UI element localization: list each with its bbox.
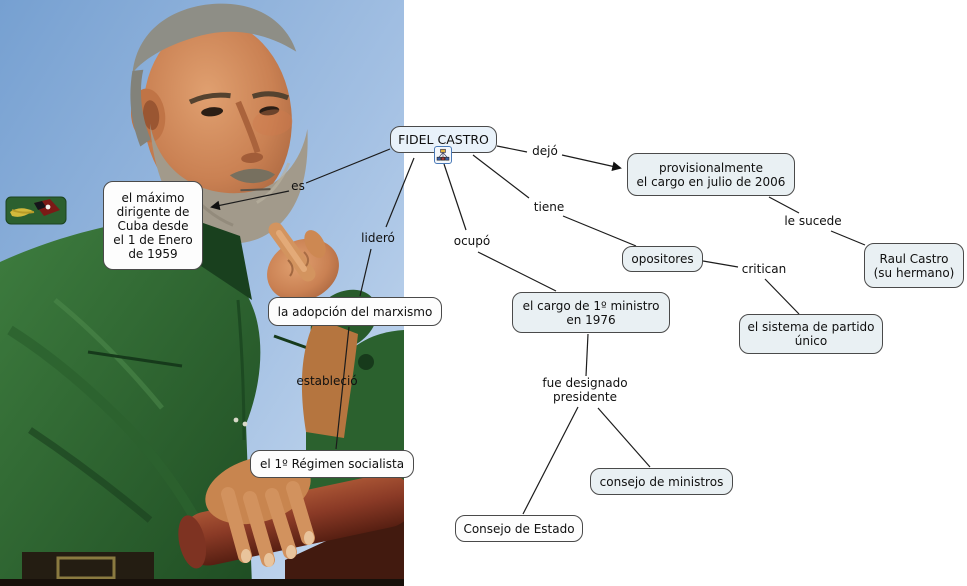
edge-fidel-tiene xyxy=(472,154,530,199)
linking-phrase-tiene[interactable]: tiene xyxy=(533,200,565,214)
concept-adopcion-marxismo[interactable]: la adopción del marxismo xyxy=(268,297,442,326)
edge-ocupo-cargo xyxy=(477,251,557,292)
linking-phrase-fue-designado[interactable]: fue designado presidente xyxy=(542,376,628,404)
edge-lesucede-raul xyxy=(830,230,866,246)
linking-phrase-critican[interactable]: critican xyxy=(741,262,787,276)
edge-fuedesignado-ministros xyxy=(597,407,651,468)
linking-phrase-es[interactable]: es xyxy=(291,179,305,193)
edge-fidel-dejo xyxy=(496,145,528,153)
edge-opositores-critican xyxy=(702,260,739,268)
linking-phrase-dejo[interactable]: dejó xyxy=(532,144,558,158)
concept-sistema-partido[interactable]: el sistema de partido único xyxy=(739,314,883,354)
edge-tiene-opositores xyxy=(562,215,637,247)
linking-phrase-ocupo[interactable]: ocupó xyxy=(453,234,491,248)
photo-illustration xyxy=(0,0,404,586)
concept-map-icon[interactable] xyxy=(434,146,452,164)
mini-map-glyph xyxy=(436,148,450,161)
concept-maximo-dirigente[interactable]: el máximo dirigente de Cuba desde el 1 d… xyxy=(103,181,203,270)
concept-cargo-ministro[interactable]: el cargo de 1º ministro en 1976 xyxy=(512,292,670,333)
edge-dejo-provisionalmente xyxy=(561,154,622,172)
edge-fuedesignado-estado xyxy=(522,406,579,515)
edge-cargo-fuedesignado xyxy=(585,333,589,377)
concept-regimen-socialista[interactable]: el 1º Régimen socialista xyxy=(250,450,414,478)
fidel-castro-photo xyxy=(0,0,404,586)
linking-phrase-establecio[interactable]: estableció xyxy=(296,374,358,388)
concept-raul-castro[interactable]: Raul Castro (su hermano) xyxy=(864,243,964,288)
linking-phrase-lidero[interactable]: lideró xyxy=(361,231,395,245)
edge-provisionalmente-lesucede xyxy=(768,196,800,214)
edge-fidel-ocupo xyxy=(443,163,467,231)
edge-critican-sistema xyxy=(764,278,800,315)
concept-opositores[interactable]: opositores xyxy=(622,246,703,272)
concept-consejo-ministros[interactable]: consejo de ministros xyxy=(590,468,733,495)
concept-provisionalmente[interactable]: provisionalmente el cargo en julio de 20… xyxy=(627,153,795,196)
concept-consejo-estado[interactable]: Consejo de Estado xyxy=(455,515,583,542)
linking-phrase-le-sucede[interactable]: le sucede xyxy=(784,214,842,228)
